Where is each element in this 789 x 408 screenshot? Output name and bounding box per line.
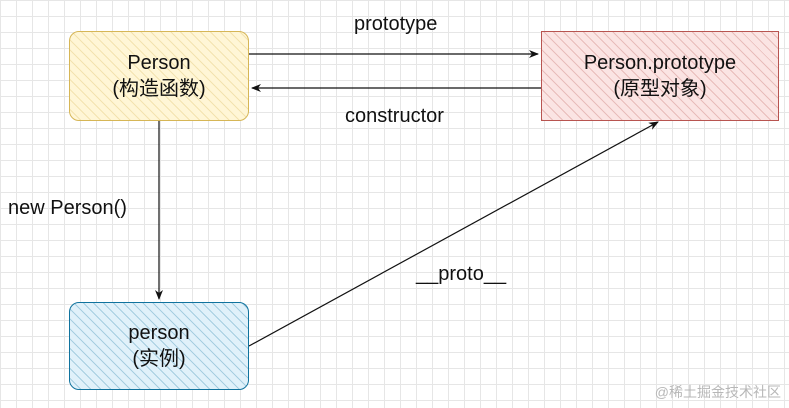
constructor-label: constructor (345, 105, 444, 127)
person-prototype-name: Person.prototype (583, 52, 737, 74)
person-instance-node: person (实例) (69, 302, 249, 390)
person-constructor-name: Person (127, 52, 191, 74)
prototype-label: prototype (354, 13, 438, 35)
person-constructor-node: Person (构造函数) (69, 31, 249, 121)
person-prototype-node: Person.prototype (原型对象) (541, 31, 779, 121)
new-person-label: new Person() (8, 197, 127, 219)
proto-arrow (248, 121, 659, 347)
person-constructor-note: (构造函数) (112, 78, 206, 100)
person-prototype-note: (原型对象) (613, 78, 707, 100)
proto-label: __proto__ (416, 263, 507, 285)
person-instance-note: (实例) (132, 348, 186, 370)
person-instance-name: person (128, 322, 190, 344)
watermark: @稀土掘金技术社区 (654, 384, 781, 400)
